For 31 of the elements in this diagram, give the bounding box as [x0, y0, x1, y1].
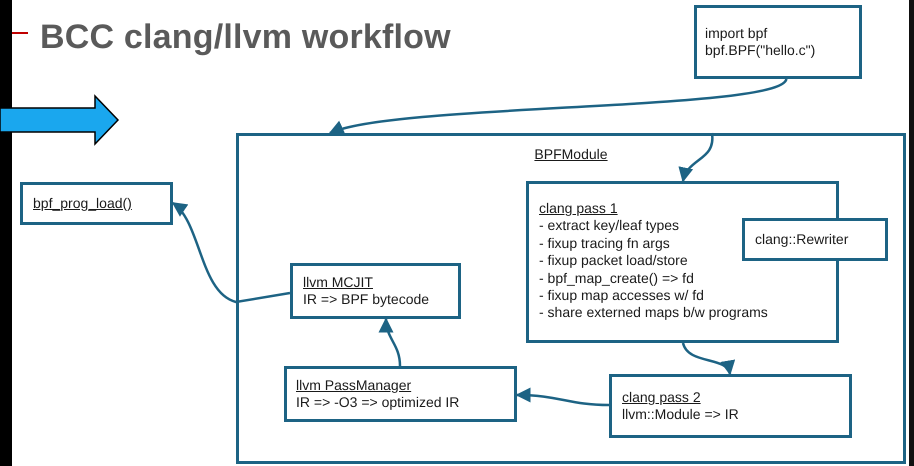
box-text: llvm::Module => IR [622, 406, 739, 423]
code-box [694, 5, 862, 79]
arrow [172, 202, 290, 304]
arrow [680, 132, 714, 182]
box-heading: clang pass 1 [539, 200, 618, 218]
box-text: import bpf [705, 25, 768, 42]
box-heading: llvm PassManager [296, 377, 412, 394]
module-container [236, 133, 906, 464]
box-text: - fixup packet load/store [539, 252, 688, 270]
box-heading: llvm MCJIT [303, 274, 373, 291]
process-box [609, 374, 852, 438]
arrow [516, 388, 610, 406]
box-text: - extract key/leaf types [539, 217, 680, 235]
process-box [290, 263, 461, 319]
diagram-title: BCC clang/llvm workflow [40, 18, 451, 57]
box-heading: bpf_prog_load() [33, 195, 132, 212]
arrow [682, 342, 732, 376]
box-heading: clang pass 2 [622, 389, 701, 406]
box-text: - fixup map accesses w/ fd [539, 287, 704, 304]
box-text: - share externed maps b/w programs [539, 304, 768, 322]
box-text: - fixup tracing fn args [539, 234, 670, 252]
box-text: bpf.BPF("hello.c") [705, 42, 816, 59]
process-box [742, 218, 888, 261]
box-text: IR => -O3 => optimized IR [296, 394, 460, 411]
box-text: IR => BPF bytecode [303, 291, 430, 308]
arrow [379, 318, 402, 366]
process-box [284, 366, 517, 422]
function-box [20, 182, 173, 225]
box-text: - bpf_map_create() => fd [539, 270, 694, 288]
box-text: clang::Rewriter [755, 231, 848, 248]
box-heading: BPFModule [534, 146, 608, 163]
